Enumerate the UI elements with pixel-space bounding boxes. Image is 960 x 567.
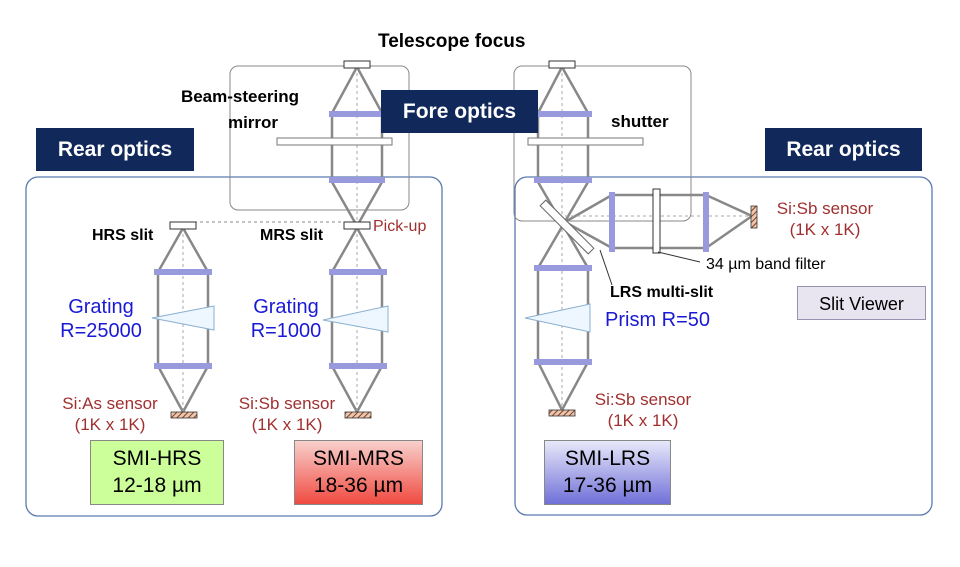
hrs-lens-top: [154, 269, 212, 275]
smi-lrs-box: SMI-LRS 17-36 µm: [544, 440, 671, 505]
fore-optics-box-right: [513, 65, 692, 222]
mrs-sensor: [344, 411, 372, 419]
lrs-sensor-label: Si:Sb sensor (1K x 1K): [578, 389, 708, 431]
lrs-sensor-line2: (1K x 1K): [607, 411, 679, 430]
hrs-grating-line1: Grating: [68, 296, 134, 318]
band-filter: [652, 188, 661, 254]
lrs-multi-slit: [539, 199, 595, 255]
lrs-prism: [524, 303, 591, 333]
hrs-sensor-label: Si:As sensor (1K x 1K): [45, 393, 175, 435]
fore-optics-badge: Fore optics: [381, 90, 538, 133]
slit-viewer-sensor-label: Si:Sb sensor (1K x 1K): [760, 198, 890, 240]
rear-optics-left-badge: Rear optics: [36, 128, 194, 171]
mrs-sensor-line2: (1K x 1K): [251, 415, 323, 434]
mrs-grating-line1: Grating: [253, 296, 319, 318]
hrs-slit: [169, 221, 197, 230]
beam-steering-label: Beam-steering mirror: [160, 84, 320, 136]
smi-mrs-box: SMI-MRS 18-36 µm: [294, 440, 423, 505]
mrs-lens-top: [329, 269, 387, 275]
lrs-sensor-line1: Si:Sb sensor: [594, 390, 692, 409]
pickup-label: Pick-up: [373, 218, 427, 235]
hrs-grating-label: Grating R=25000: [46, 295, 156, 343]
lrs-lens-top: [534, 265, 592, 271]
lrs-lens-bottom: [534, 359, 592, 365]
rear-optics-right-panel: [514, 176, 933, 516]
slit-viewer-lens-left: [609, 192, 615, 252]
hrs-sensor-line1: Si:As sensor: [62, 394, 158, 413]
hrs-lens-bottom: [154, 363, 212, 369]
lrs-prism-label: Prism R=50: [605, 309, 711, 331]
shutter-label: shutter: [611, 112, 669, 131]
hrs-grating: [151, 305, 215, 331]
slit-viewer-sensor-line2: (1K x 1K): [789, 220, 861, 239]
beam-steering-line1: Beam-steering: [180, 87, 300, 106]
slit-viewer-box: Slit Viewer: [797, 286, 926, 320]
telescope-focus-slit-right: [548, 60, 576, 69]
mrs-slit-label: MRS slit: [260, 227, 324, 244]
hrs-grating-line2: R=25000: [60, 320, 142, 342]
shutter: [527, 137, 644, 146]
rear-optics-left-panel: [25, 176, 443, 517]
beam-steering-mirror: [276, 137, 393, 146]
band-filter-label: 34 µm band filter: [706, 256, 826, 273]
fore-optics-box-left: [229, 65, 410, 211]
fore-lens-right-top: [534, 111, 592, 117]
telescope-focus-title: Telescope focus: [378, 31, 526, 52]
smi-hrs-name: SMI-HRS: [112, 447, 202, 471]
mrs-slit: [343, 221, 371, 230]
mrs-sensor-line1: Si:Sb sensor: [238, 394, 336, 413]
rear-optics-right-badge: Rear optics: [765, 128, 922, 171]
fore-lens-left-bottom: [329, 177, 385, 183]
hrs-sensor-line2: (1K x 1K): [74, 415, 146, 434]
mrs-grating-line2: R=1000: [250, 320, 322, 342]
smi-mrs-range: 18-36 µm: [313, 473, 404, 497]
fore-lens-left-top: [329, 111, 385, 117]
fore-lens-right-bottom: [534, 177, 592, 183]
smi-lrs-name: SMI-LRS: [564, 447, 651, 471]
beam-steering-line2: mirror: [227, 113, 279, 132]
slit-viewer-sensor-line1: Si:Sb sensor: [776, 199, 874, 218]
mrs-grating-label: Grating R=1000: [236, 295, 336, 343]
hrs-beam: [156, 227, 210, 413]
telescope-focus-slit-left: [343, 60, 371, 69]
slit-viewer-lens-right: [703, 192, 709, 252]
lrs-slit-label: LRS multi-slit: [610, 284, 714, 301]
smi-hrs-box: SMI-HRS 12-18 µm: [90, 440, 224, 505]
lrs-sensor: [548, 409, 576, 417]
hrs-sensor: [170, 411, 198, 419]
smi-mrs-name: SMI-MRS: [313, 447, 404, 471]
mrs-sensor-label: Si:Sb sensor (1K x 1K): [222, 393, 352, 435]
mrs-lens-bottom: [329, 363, 387, 369]
smi-lrs-range: 17-36 µm: [562, 473, 653, 497]
hrs-slit-label: HRS slit: [92, 227, 154, 244]
mrs-grating: [322, 305, 389, 333]
slit-viewer-sensor: [750, 205, 758, 229]
smi-hrs-range: 12-18 µm: [112, 473, 202, 497]
